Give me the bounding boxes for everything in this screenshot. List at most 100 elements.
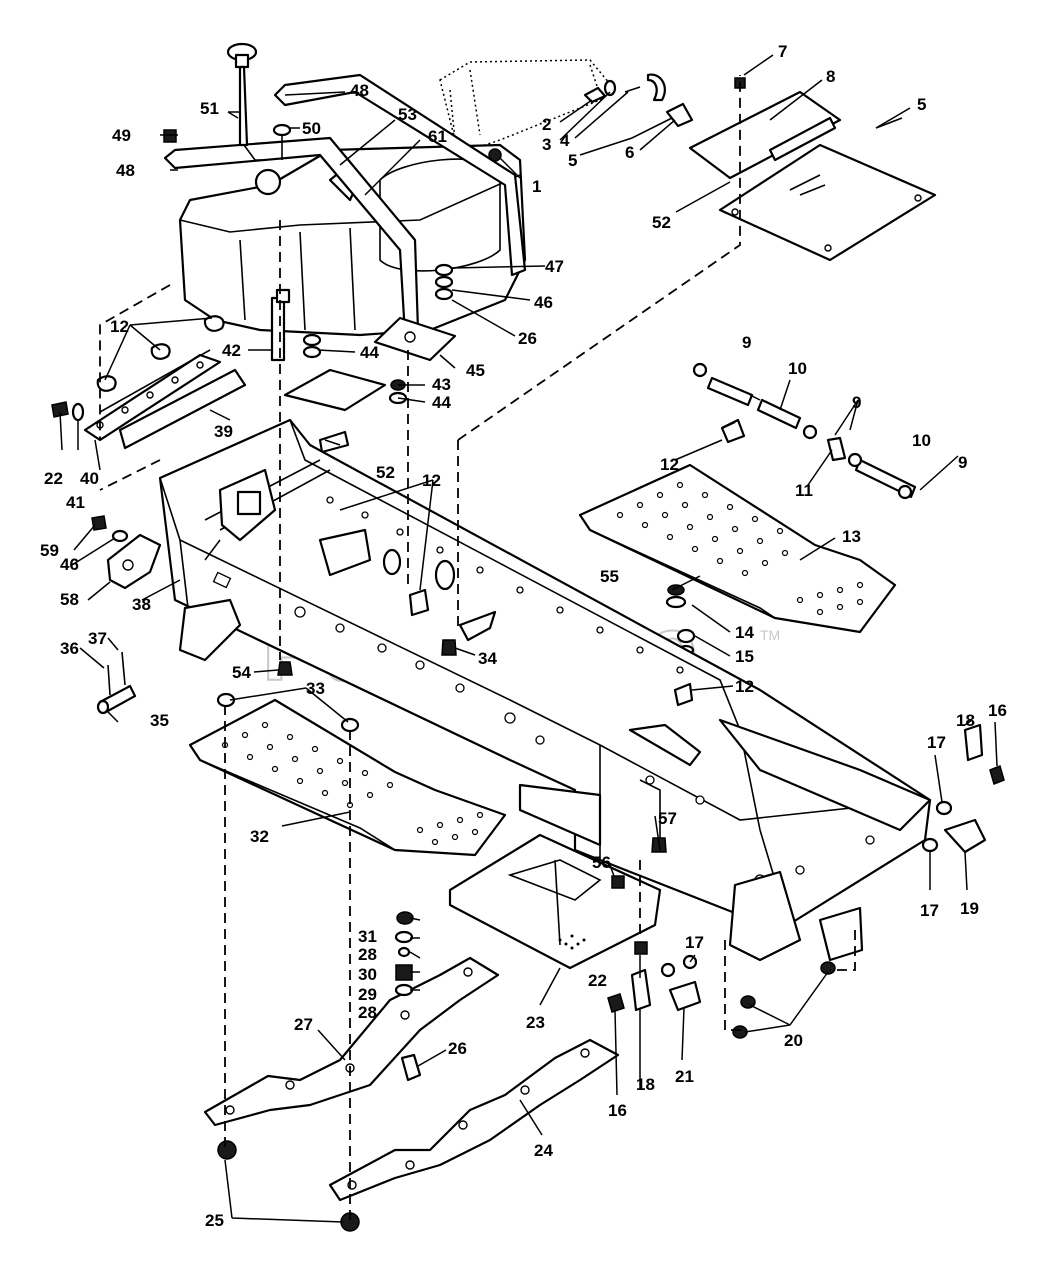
callout-22-b: 22 [588,971,607,990]
callout-52-b: 52 [376,463,395,482]
callout-50: 50 [302,119,321,138]
bolt-22-washer-41 [51,401,85,422]
callout-48-a: 48 [350,81,369,100]
pin-35 [96,651,137,715]
callout-41: 41 [66,493,85,512]
cover-52-left [283,368,387,454]
callout-2: 2 [542,115,551,134]
seat-plate-52 [718,143,937,262]
callout-57: 57 [658,809,677,828]
callout-12-c: 12 [660,455,679,474]
callout-55: 55 [600,567,619,586]
seat-outline [439,59,617,151]
callout-9-b: 9 [852,393,861,412]
spacers-47-46-26 [434,263,454,301]
callout-51: 51 [200,99,219,118]
bolt-49 [163,129,177,143]
callout-19: 19 [960,899,979,918]
bolt-50 [272,123,292,160]
callout-20: 20 [784,1031,803,1050]
callout-42: 42 [222,341,241,360]
callout-29: 29 [358,985,377,1004]
callout-49: 49 [112,126,131,145]
callout-53: 53 [398,105,417,124]
callout-17-c: 17 [685,933,704,952]
callout-36: 36 [60,639,79,658]
callout-47: 47 [545,257,564,276]
callout-18-b: 18 [636,1075,655,1094]
gas-cap-gauge [226,42,265,161]
callout-32: 32 [250,827,269,846]
callout-13: 13 [842,527,861,546]
callout-6: 6 [625,143,634,162]
callout-28-b: 28 [358,1003,377,1022]
callout-39: 39 [214,422,233,441]
skid-plate-23 [448,833,662,970]
callout-24: 24 [534,1141,553,1160]
callout-16-a: 16 [988,701,1007,720]
watermark-tm: TM [760,627,780,643]
callout-12-d: 12 [735,677,754,696]
callout-30: 30 [358,965,377,984]
callout-25: 25 [205,1211,224,1230]
callout-1: 1 [532,177,541,196]
callout-9-a: 9 [742,333,751,352]
rods-10-clips-9 [692,362,917,500]
callout-14: 14 [735,623,754,642]
callout-10-a: 10 [788,359,807,378]
fuel-line-42 [270,288,291,362]
callout-48-b: 48 [116,161,135,180]
callout-56: 56 [592,853,611,872]
hitch-plate-58 [91,515,162,590]
callout-40: 40 [80,469,99,488]
callout-7: 7 [778,42,787,61]
callout-9-c: 9 [958,453,967,472]
washers-55-14-15 [665,584,696,656]
callouts: 1 2 3 4 5 5 6 7 8 9 9 9 10 10 11 12 12 1… [40,42,1007,1230]
callout-16-b: 16 [608,1101,627,1120]
callout-54: 54 [232,663,251,682]
callout-17-b: 17 [920,901,939,920]
callout-8: 8 [826,67,835,86]
callout-37: 37 [88,629,107,648]
callout-26-b: 26 [448,1039,467,1058]
clips-12-frame [408,421,736,707]
callout-22-a: 22 [44,469,63,488]
callout-23: 23 [526,1013,545,1032]
seat-hardware [488,73,903,162]
callout-18-a: 18 [956,711,975,730]
callout-46-a: 46 [534,293,553,312]
callout-27: 27 [294,1015,313,1034]
callout-33: 33 [306,679,325,698]
callout-28-a: 28 [358,945,377,964]
footrest-left-32 [188,698,507,857]
axle-mount-24 [328,1038,620,1202]
callout-21: 21 [675,1067,694,1086]
callout-46-b: 46 [60,555,79,574]
rear-hardware-right [921,723,1005,854]
seat-plate-8 [688,90,842,180]
hardware-stack-28-31 [394,911,422,1082]
callout-4: 4 [560,131,570,150]
bracket-39-40 [83,349,247,450]
callout-5-right: 5 [917,95,926,114]
callout-44-a: 44 [360,343,379,362]
rear-hardware-left [607,870,864,1039]
callout-12-a: 12 [110,317,129,336]
callout-12-b: 12 [422,471,441,490]
nut-56-bolt-22 [611,875,648,955]
callout-35: 35 [150,711,169,730]
axle-mount-27 [203,956,500,1127]
callout-10-b: 10 [912,431,931,450]
clips-12-left [96,315,225,392]
callout-17-a: 17 [927,733,946,752]
callout-31: 31 [358,927,377,946]
callout-26-a: 26 [518,329,537,348]
main-frame-38 [158,418,932,932]
callout-3: 3 [542,135,551,154]
callout-5-top: 5 [568,151,577,170]
callout-38: 38 [132,595,151,614]
leader-lines [59,54,998,1223]
callout-44-b: 44 [432,393,451,412]
callout-45: 45 [466,361,485,380]
